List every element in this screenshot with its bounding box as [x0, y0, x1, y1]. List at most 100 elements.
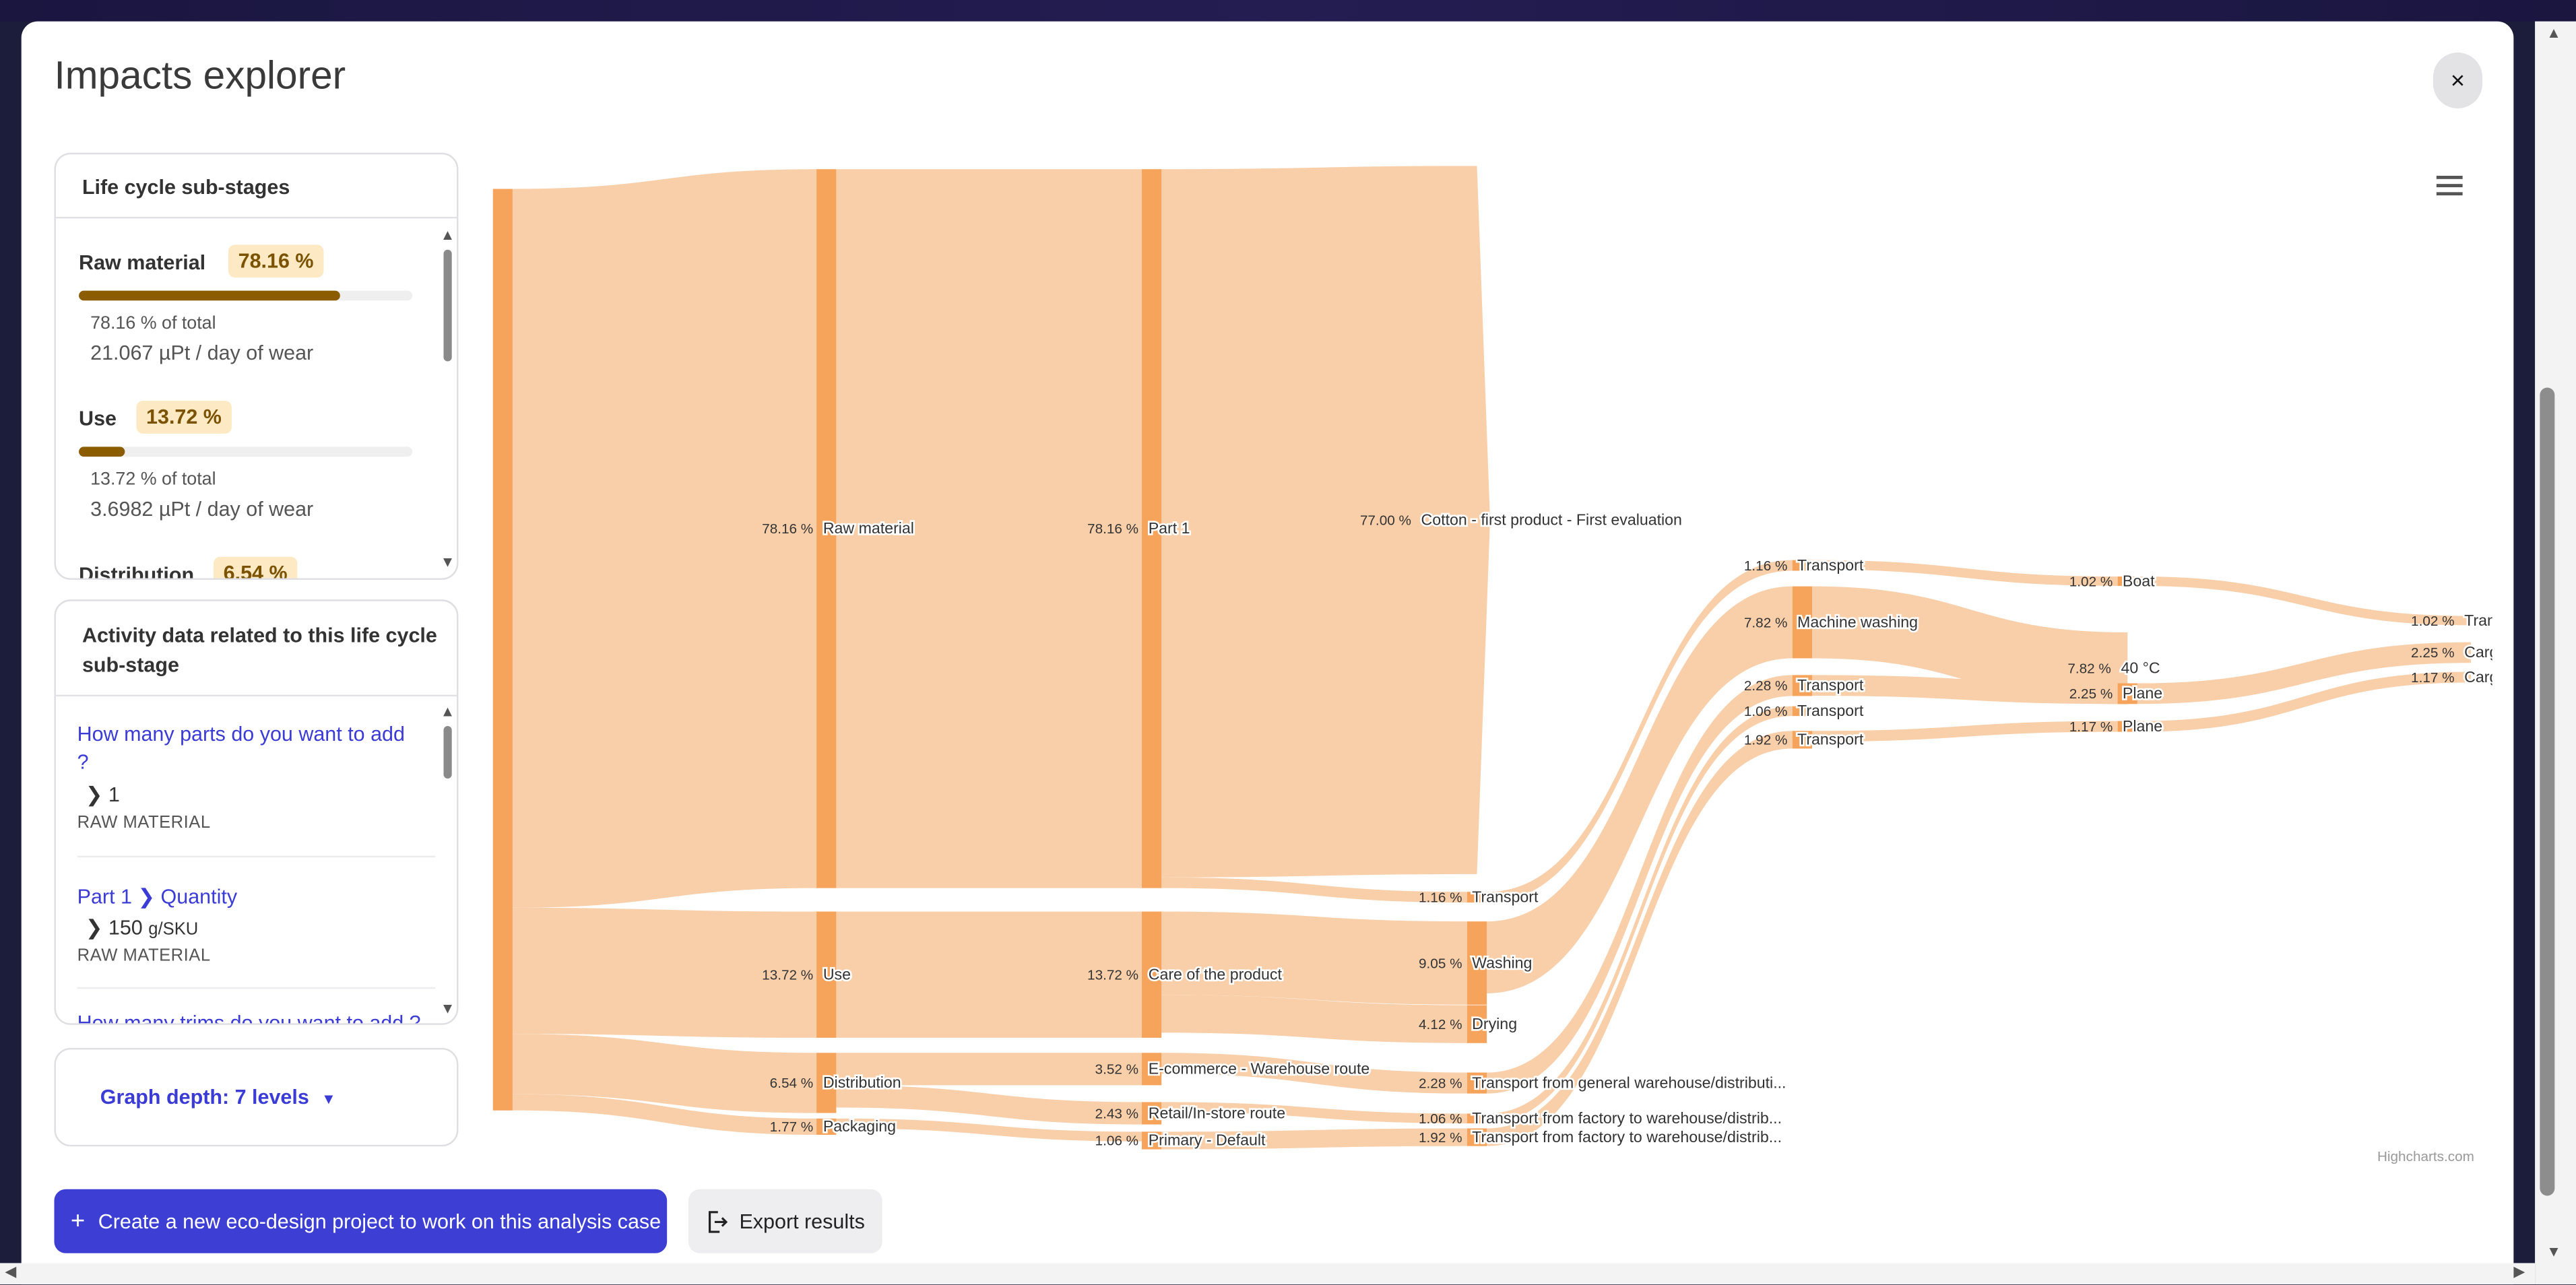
sankey-label-tfac1: Transport from factory to warehouse/dist… [1472, 1109, 1782, 1127]
sankey-link-washing-machine[interactable] [1487, 586, 1793, 993]
activity-value-quantity-number: 150 [108, 916, 143, 940]
activity-breadcrumb-quantity[interactable]: Part 1 ❯ Quantity [77, 884, 237, 909]
sankey-link-trans_b-boat[interactable] [1811, 560, 2118, 586]
sankey-node-pack[interactable] [816, 1118, 837, 1135]
scroll-down-icon[interactable]: ▼ [440, 553, 455, 570]
sankey-link-trans_e-plane2[interactable] [1811, 721, 2118, 742]
sankey-link-root-pack[interactable] [512, 1094, 817, 1135]
sankey-node-raw[interactable] [816, 169, 837, 888]
sankey-node-plane2[interactable] [2117, 721, 2137, 732]
sankey-link-boat-ship[interactable] [2137, 576, 2471, 626]
divider [55, 694, 457, 697]
sankey-node-trans_c[interactable] [1792, 675, 1812, 696]
sankey-link-pack-primary[interactable] [836, 1118, 1142, 1142]
page-horizontal-scrollbar[interactable]: ◀ ▶ [0, 1263, 2536, 1285]
sankey-link-root-use[interactable] [512, 907, 817, 1038]
sankey-label-tfac2: Transport from factory to warehouse/dist… [1472, 1128, 1782, 1146]
sankey-node-part1[interactable] [1141, 169, 1162, 888]
sankey-node-washing[interactable] [1467, 921, 1487, 1005]
substage-name-raw: Raw material [79, 251, 206, 275]
sankey-node-trans_d[interactable] [1792, 706, 1812, 717]
sankey-link-care-washing[interactable] [1161, 911, 1467, 1005]
activity-scrollbar[interactable] [443, 725, 452, 779]
sankey-link-machine-c40[interactable] [1811, 586, 2128, 704]
sankey-link-plane2-cargo2[interactable] [2137, 671, 2471, 732]
scroll-left-icon[interactable]: ◀ [5, 1263, 17, 1280]
sankey-node-use[interactable] [816, 911, 837, 1038]
close-button[interactable]: × [2433, 53, 2483, 108]
sankey-link-use-care[interactable] [836, 911, 1142, 1038]
create-eco-design-project-button[interactable]: + Create a new eco-design project to wor… [54, 1189, 668, 1253]
activity-card: Activity data related to this life cycle… [54, 599, 459, 1025]
chart-menu-icon[interactable] [2436, 175, 2463, 196]
sankey-link-plane1-cargo1[interactable] [2137, 642, 2471, 704]
chart-credits[interactable]: Highcharts.com [2377, 1148, 2474, 1165]
substage-badge-raw: 78.16 % [228, 244, 324, 278]
sankey-label-pct-c40: 7.82 % [2067, 661, 2111, 677]
sankey-node-tfac1[interactable] [1467, 1113, 1487, 1123]
backdrop [0, 0, 2576, 22]
sankey-link-dist-retail[interactable] [836, 1085, 1142, 1125]
substage-bar-use [79, 447, 413, 457]
sankey-link-dist-ecom[interactable] [836, 1053, 1142, 1086]
sankey-label-pct-boat: 1.02 % [2069, 574, 2113, 589]
breadcrumb-part[interactable]: Part 1 [77, 885, 132, 909]
sankey-link-raw-part1[interactable] [836, 169, 1142, 888]
divider [55, 216, 457, 219]
sankey-node-root[interactable] [492, 189, 513, 1111]
export-results-button[interactable]: Export results [688, 1189, 882, 1253]
sankey-node-retail[interactable] [1141, 1102, 1162, 1125]
close-icon: × [2450, 66, 2466, 95]
sankey-label-pct-part1: 78.16 % [1087, 521, 1138, 537]
sankey-link-tfac2-trans_e[interactable] [1487, 731, 1793, 1146]
substages-title: Life cycle sub-stages [82, 175, 290, 199]
substage-bar-raw [79, 290, 413, 301]
sankey-node-plane1[interactable] [2117, 683, 2137, 704]
breadcrumb-quantity[interactable]: Quantity [160, 885, 238, 909]
sankey-node-cotton[interactable] [1477, 166, 1490, 874]
sankey-link-part1-cotton[interactable] [1161, 166, 1477, 878]
sankey-node-ecom[interactable] [1141, 1053, 1162, 1086]
scroll-right-icon[interactable]: ▶ [2513, 1263, 2525, 1280]
sankey-label-pct-care: 13.72 % [1087, 968, 1138, 983]
sankey-node-trans_a[interactable] [1467, 892, 1487, 903]
sankey-label-cargo2: Cargo plane - technology mix, kerosene d… [2464, 668, 2492, 686]
sankey-link-trans_a-trans_b[interactable] [1487, 560, 1793, 903]
sankey-link-care-drying[interactable] [1161, 995, 1467, 1043]
activity-question-trims[interactable]: How many trims do you want to add ? [77, 1012, 421, 1025]
sankey-link-trans_c-plane1[interactable] [1811, 675, 2118, 704]
sankey-node-tfac2[interactable] [1467, 1128, 1487, 1146]
sankey-link-tfac1-trans_d[interactable] [1487, 706, 1793, 1123]
page-scrollbar-thumb[interactable] [2540, 387, 2555, 1196]
sankey-link-root-dist[interactable] [512, 1034, 817, 1113]
sankey-node-trans_e[interactable] [1792, 731, 1812, 749]
activity-question-parts[interactable]: How many parts do you want to add ? [77, 723, 405, 774]
scroll-down-icon[interactable]: ▼ [2546, 1243, 2561, 1260]
substages-scrollbar[interactable] [443, 249, 452, 362]
sankey-node-care[interactable] [1141, 911, 1162, 1038]
sankey-link-retail-tfac1[interactable] [1161, 1102, 1467, 1123]
sankey-node-tgen[interactable] [1467, 1072, 1487, 1094]
sankey-node-primary[interactable] [1141, 1131, 1162, 1150]
sankey-node-trans_b[interactable] [1792, 560, 1812, 571]
sankey-link-root-raw[interactable] [512, 169, 817, 908]
substage-name-distribution: Distribution [79, 563, 195, 580]
sankey-node-dist[interactable] [816, 1053, 837, 1113]
sankey-node-drying[interactable] [1467, 1005, 1487, 1043]
scroll-up-icon[interactable]: ▲ [440, 226, 455, 243]
sankey-link-ecom-tgen[interactable] [1161, 1053, 1467, 1094]
sankey-link-primary-tfac2[interactable] [1161, 1128, 1467, 1150]
scroll-up-icon[interactable]: ▲ [2546, 24, 2561, 41]
sankey-node-machine[interactable] [1792, 586, 1812, 659]
substage-badge-distribution: 6.54 % [214, 556, 298, 579]
scroll-down-icon[interactable]: ▼ [440, 1000, 455, 1017]
graph-depth-dropdown[interactable]: Graph depth: 7 levels ▼ [100, 1086, 336, 1109]
sankey-link-tgen-trans_c[interactable] [1487, 675, 1793, 1094]
scroll-up-icon[interactable]: ▲ [440, 702, 455, 720]
sankey-label-pct-trans_b: 1.16 % [1744, 558, 1788, 574]
modal-title: Impacts explorer [54, 54, 346, 99]
sankey-link-part1-trans_a[interactable] [1161, 877, 1467, 903]
sankey-node-boat[interactable] [2117, 576, 2137, 586]
